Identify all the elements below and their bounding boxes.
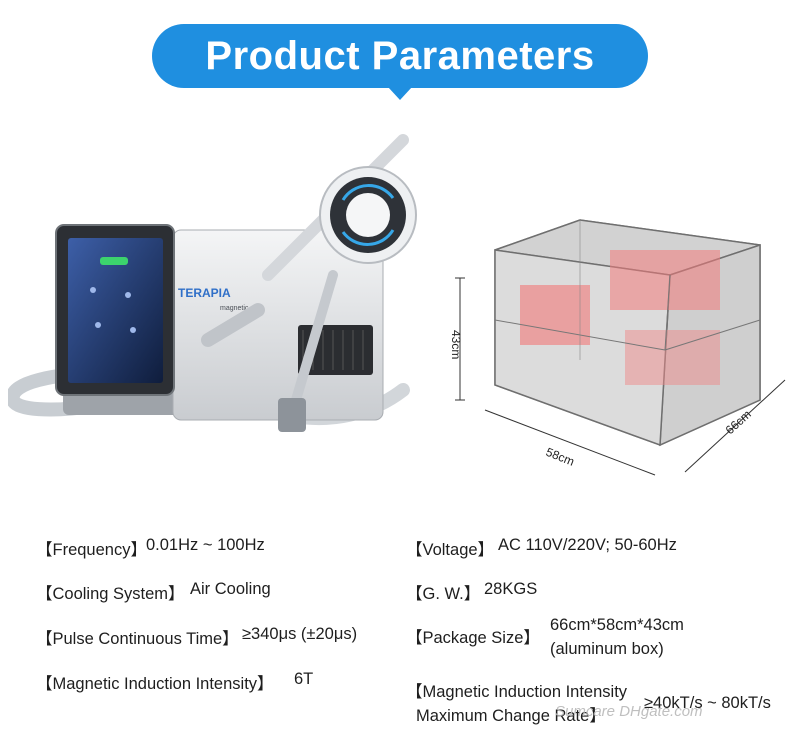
param-voltage: 【Voltage】 AC 110V/220V; 50-60Hz: [406, 536, 677, 560]
param-cooling-value: Air Cooling: [190, 580, 271, 598]
param-frequency-label: 【Frequency】: [36, 541, 147, 559]
param-max-change-rate: 【Magnetic Induction Intensity Maximum Ch…: [406, 678, 771, 725]
param-gross-weight: 【G. W.】 28KGS: [406, 580, 537, 604]
param-package-size-value-2: (aluminum box): [550, 640, 664, 658]
param-magnetic-intensity-value: 6T: [294, 670, 314, 688]
param-voltage-label: 【Voltage】: [406, 541, 495, 559]
param-max-change-rate-value: ≥40kT/s ~ 80kT/s: [644, 694, 771, 712]
param-gross-weight-label: 【G. W.】: [406, 585, 481, 603]
device-illustration: TERAPIA magnetic: [8, 134, 417, 432]
param-pulse: 【Pulse Continuous Time】 ≥340μs (±20μs): [36, 625, 357, 649]
title-banner: Product Parameters: [152, 24, 648, 100]
param-pulse-label: 【Pulse Continuous Time】: [36, 630, 239, 648]
param-cooling: 【Cooling System】 Air Cooling: [36, 580, 271, 604]
param-max-change-rate-label-2: Maximum Change Rate】: [416, 707, 606, 725]
param-frequency: 【Frequency】 0.01Hz ~ 100Hz: [36, 536, 265, 560]
dim-height: 43cm: [449, 330, 463, 359]
param-cooling-label: 【Cooling System】: [36, 585, 185, 603]
param-magnetic-intensity-label: 【Magnetic Induction Intensity】: [36, 675, 274, 693]
param-package-size: 【Package Size】 66cm*58cm*43cm (aluminum …: [406, 616, 684, 658]
param-frequency-value: 0.01Hz ~ 100Hz: [146, 536, 265, 554]
package-box-diagram: 43cm 58cm 66cm: [449, 219, 786, 476]
param-gross-weight-value: 28KGS: [484, 580, 538, 598]
param-magnetic-intensity: 【Magnetic Induction Intensity】 6T: [36, 670, 313, 694]
param-voltage-value: AC 110V/220V; 50-60Hz: [498, 536, 677, 554]
param-package-size-value-1: 66cm*58cm*43cm: [550, 616, 684, 634]
param-max-change-rate-label-1: 【Magnetic Induction Intensity: [406, 683, 628, 701]
param-pulse-value: ≥340μs (±20μs): [242, 625, 358, 643]
page-title: Product Parameters: [205, 33, 595, 78]
param-package-size-label: 【Package Size】: [406, 629, 540, 647]
device-label: TERAPIA: [178, 286, 231, 300]
watermark: Sumcare DHgate.com: [555, 703, 703, 720]
dim-width: 58cm: [544, 445, 576, 469]
device-sublabel: magnetic: [220, 305, 249, 312]
